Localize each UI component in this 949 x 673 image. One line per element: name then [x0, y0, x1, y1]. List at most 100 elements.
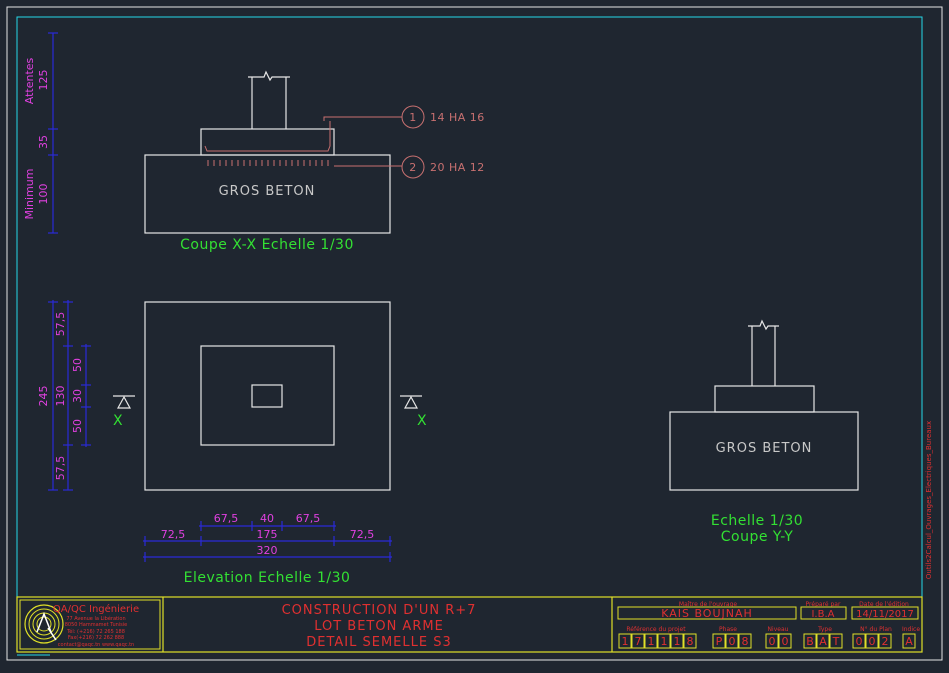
dim-50-bottom: 50: [71, 419, 84, 433]
horizontal-dims-elevation: 67,5 40 67,5 72,5 175 72,5 320: [143, 512, 392, 562]
company-name: QA/QC Ingénierie: [53, 603, 139, 615]
project-ref-cell: 7: [635, 635, 642, 648]
owner-value: KAIS BOUJNAH: [661, 607, 753, 620]
section-mark-left-label: X: [113, 413, 123, 429]
vertical-dims-elevation: 245 57,5 130 57,5 50 30 50: [37, 300, 91, 491]
section-mark-left: X: [113, 395, 135, 429]
plan-number-cell-box: [852, 633, 866, 649]
index-cell: A: [905, 635, 913, 648]
elevation-view: X X Elevation Echelle 1/30: [113, 301, 427, 586]
footing-yy: [714, 385, 815, 413]
project-ref-cell: 1: [661, 635, 668, 648]
company-phone: Tél: (+216) 72 265 188: [66, 628, 125, 635]
project-title-line-2: LOT BETON ARME: [314, 619, 444, 634]
date-value: 14/11/2017: [856, 609, 914, 620]
project-ref-cell: 1: [622, 635, 629, 648]
prepared-by-label: Préparé par: [806, 601, 841, 608]
dim-72-5-left: 72,5: [161, 528, 186, 541]
dim-245: 245: [37, 386, 50, 407]
dim-320: 320: [257, 544, 278, 557]
index-label: Indice: [902, 626, 920, 633]
attentes-label: Attentes: [23, 57, 36, 104]
lean-concrete-label-yy: GROS BETON: [716, 441, 813, 456]
type-cell-box: [803, 633, 817, 649]
rebar-2-bubble: [401, 155, 425, 179]
project-ref-cell: 8: [687, 635, 694, 648]
rebar-2-number: 2: [409, 161, 417, 174]
project-ref-cell: 1: [674, 635, 681, 648]
title-block: QA/QC Ingénierie 77 Avenue la Libération…: [16, 596, 923, 653]
project-ref-cell-box: [644, 633, 658, 649]
outer-border: [6, 6, 943, 661]
dim-50-top: 50: [71, 358, 84, 372]
date-label: Date de l'édition: [859, 601, 909, 608]
rebar-2-spec: 20 HA 12: [430, 161, 485, 174]
dim-67-5-left: 67,5: [214, 512, 239, 525]
plan-number-cell: 0: [869, 635, 876, 648]
rebar-2-ticks: [207, 160, 329, 166]
section-mark-right-label: X: [417, 413, 427, 429]
project-title-line-3: DETAIL SEMELLE S3: [306, 635, 452, 650]
plan-number-cell-box: [878, 633, 892, 649]
project-ref-label: Référence du projet: [626, 626, 686, 633]
lean-concrete-xx: [144, 154, 391, 234]
company-email: contact@qaqc.tn www.qaqc.tn: [58, 642, 134, 648]
elevation-caption: Elevation Echelle 1/30: [184, 570, 351, 586]
section-xx: GROS BETON: [144, 70, 485, 253]
company-address-1: 77 Avenue la Libération: [66, 615, 125, 622]
phase-cell: P: [716, 635, 723, 648]
plan-number-cell: 2: [882, 635, 889, 648]
side-note: Outils2Calcul_Ouvrages_Electriques_Burea…: [925, 421, 933, 579]
type-cell-box: [829, 633, 843, 649]
dim-125: 125: [37, 70, 50, 91]
level-cell-box: [765, 633, 779, 649]
project-title-line-1: CONSTRUCTION D'UN R+7: [282, 603, 477, 618]
type-cell: A: [819, 635, 827, 648]
level-cell-box: [778, 633, 792, 649]
plan-number-cell-box: [865, 633, 879, 649]
index-cell-box: [902, 633, 916, 649]
dim-72-5-right: 72,5: [350, 528, 375, 541]
rebar-1-shape: [204, 121, 331, 152]
dim-30: 30: [71, 389, 84, 403]
level-cell: 0: [769, 635, 776, 648]
section-xx-caption: Coupe X-X Echelle 1/30: [180, 237, 354, 253]
project-ref-cell-box: [657, 633, 671, 649]
project-ref-cell-box: [670, 633, 684, 649]
section-yy: GROS BETON Echelle 1/30 Coupe Y-Y: [669, 319, 859, 545]
plan-number-label: N° du Plan: [860, 626, 892, 633]
owner-label: Maître de l'ouvrage: [679, 601, 738, 608]
section-yy-caption-1: Echelle 1/30: [711, 513, 803, 529]
elevation-footing: [200, 345, 335, 446]
dim-130: 130: [54, 386, 67, 407]
project-ref-cell-box: [631, 633, 645, 649]
lean-concrete-yy: [669, 411, 859, 491]
type-label: Type: [817, 626, 832, 633]
dim-57-5-bottom: 57,5: [54, 456, 67, 481]
plan-number-cell: 0: [856, 635, 863, 648]
rebar-1-spec: 14 HA 16: [430, 111, 485, 124]
company-logo: [19, 599, 161, 650]
project-ref-cell: 1: [648, 635, 655, 648]
phase-cell-box: [712, 633, 726, 649]
rebar-1-number: 1: [409, 111, 417, 124]
type-cell: B: [806, 635, 814, 648]
prepared-by-value: I.B.A: [811, 609, 834, 620]
lean-concrete-label-xx: GROS BETON: [219, 184, 316, 199]
phase-cell-box: [738, 633, 752, 649]
dim-40: 40: [260, 512, 274, 525]
company-address-2: 8050 Hammamet Tunisie: [65, 622, 128, 628]
phase-label: Phase: [719, 626, 737, 633]
phase-cell-box: [725, 633, 739, 649]
elevation-column: [251, 384, 283, 408]
dim-35: 35: [37, 135, 50, 149]
section-yy-caption-2: Coupe Y-Y: [721, 529, 794, 545]
level-cell: 0: [782, 635, 789, 648]
phase-cell: 0: [729, 635, 736, 648]
rebar-1-bubble: [401, 105, 425, 129]
dim-67-5-right: 67,5: [296, 512, 321, 525]
phase-cell: 8: [742, 635, 749, 648]
company-fax: Fax(+216) 72 262 888: [68, 635, 124, 641]
